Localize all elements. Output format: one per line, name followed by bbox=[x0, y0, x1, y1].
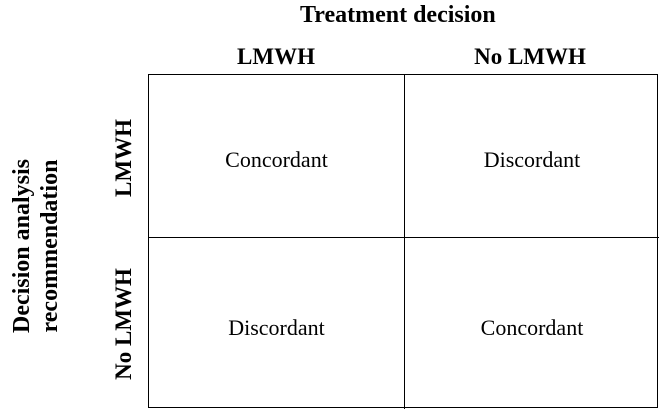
row-header-lmwh-label: LMWH bbox=[111, 119, 136, 197]
side-title-line-2: recommendation bbox=[37, 159, 63, 333]
cell-no-lmwh-lmwh-label: Discordant bbox=[228, 314, 325, 340]
side-title-line-1: Decision analysis bbox=[9, 158, 35, 334]
cell-no-lmwh-no-lmwh: Concordant bbox=[405, 238, 659, 409]
column-header-lmwh: LMWH bbox=[237, 44, 315, 69]
column-header-no-lmwh: No LMWH bbox=[474, 44, 586, 69]
treatment-decision-title: Treatment decision bbox=[300, 2, 496, 28]
cell-lmwh-no-lmwh-label: Discordant bbox=[483, 147, 581, 172]
cell-lmwh-lmwh-label: Concordant bbox=[225, 147, 328, 172]
concordance-matrix: Concordant Discordant Discordant Concord… bbox=[148, 74, 659, 409]
row-header-no-lmwh-label: No LMWH bbox=[111, 268, 136, 380]
cell-lmwh-lmwh: Concordant bbox=[149, 75, 405, 238]
cell-lmwh-no-lmwh: Discordant bbox=[405, 75, 659, 238]
cell-no-lmwh-no-lmwh-label: Concordant bbox=[480, 314, 584, 340]
cell-no-lmwh-lmwh: Discordant bbox=[149, 238, 405, 409]
